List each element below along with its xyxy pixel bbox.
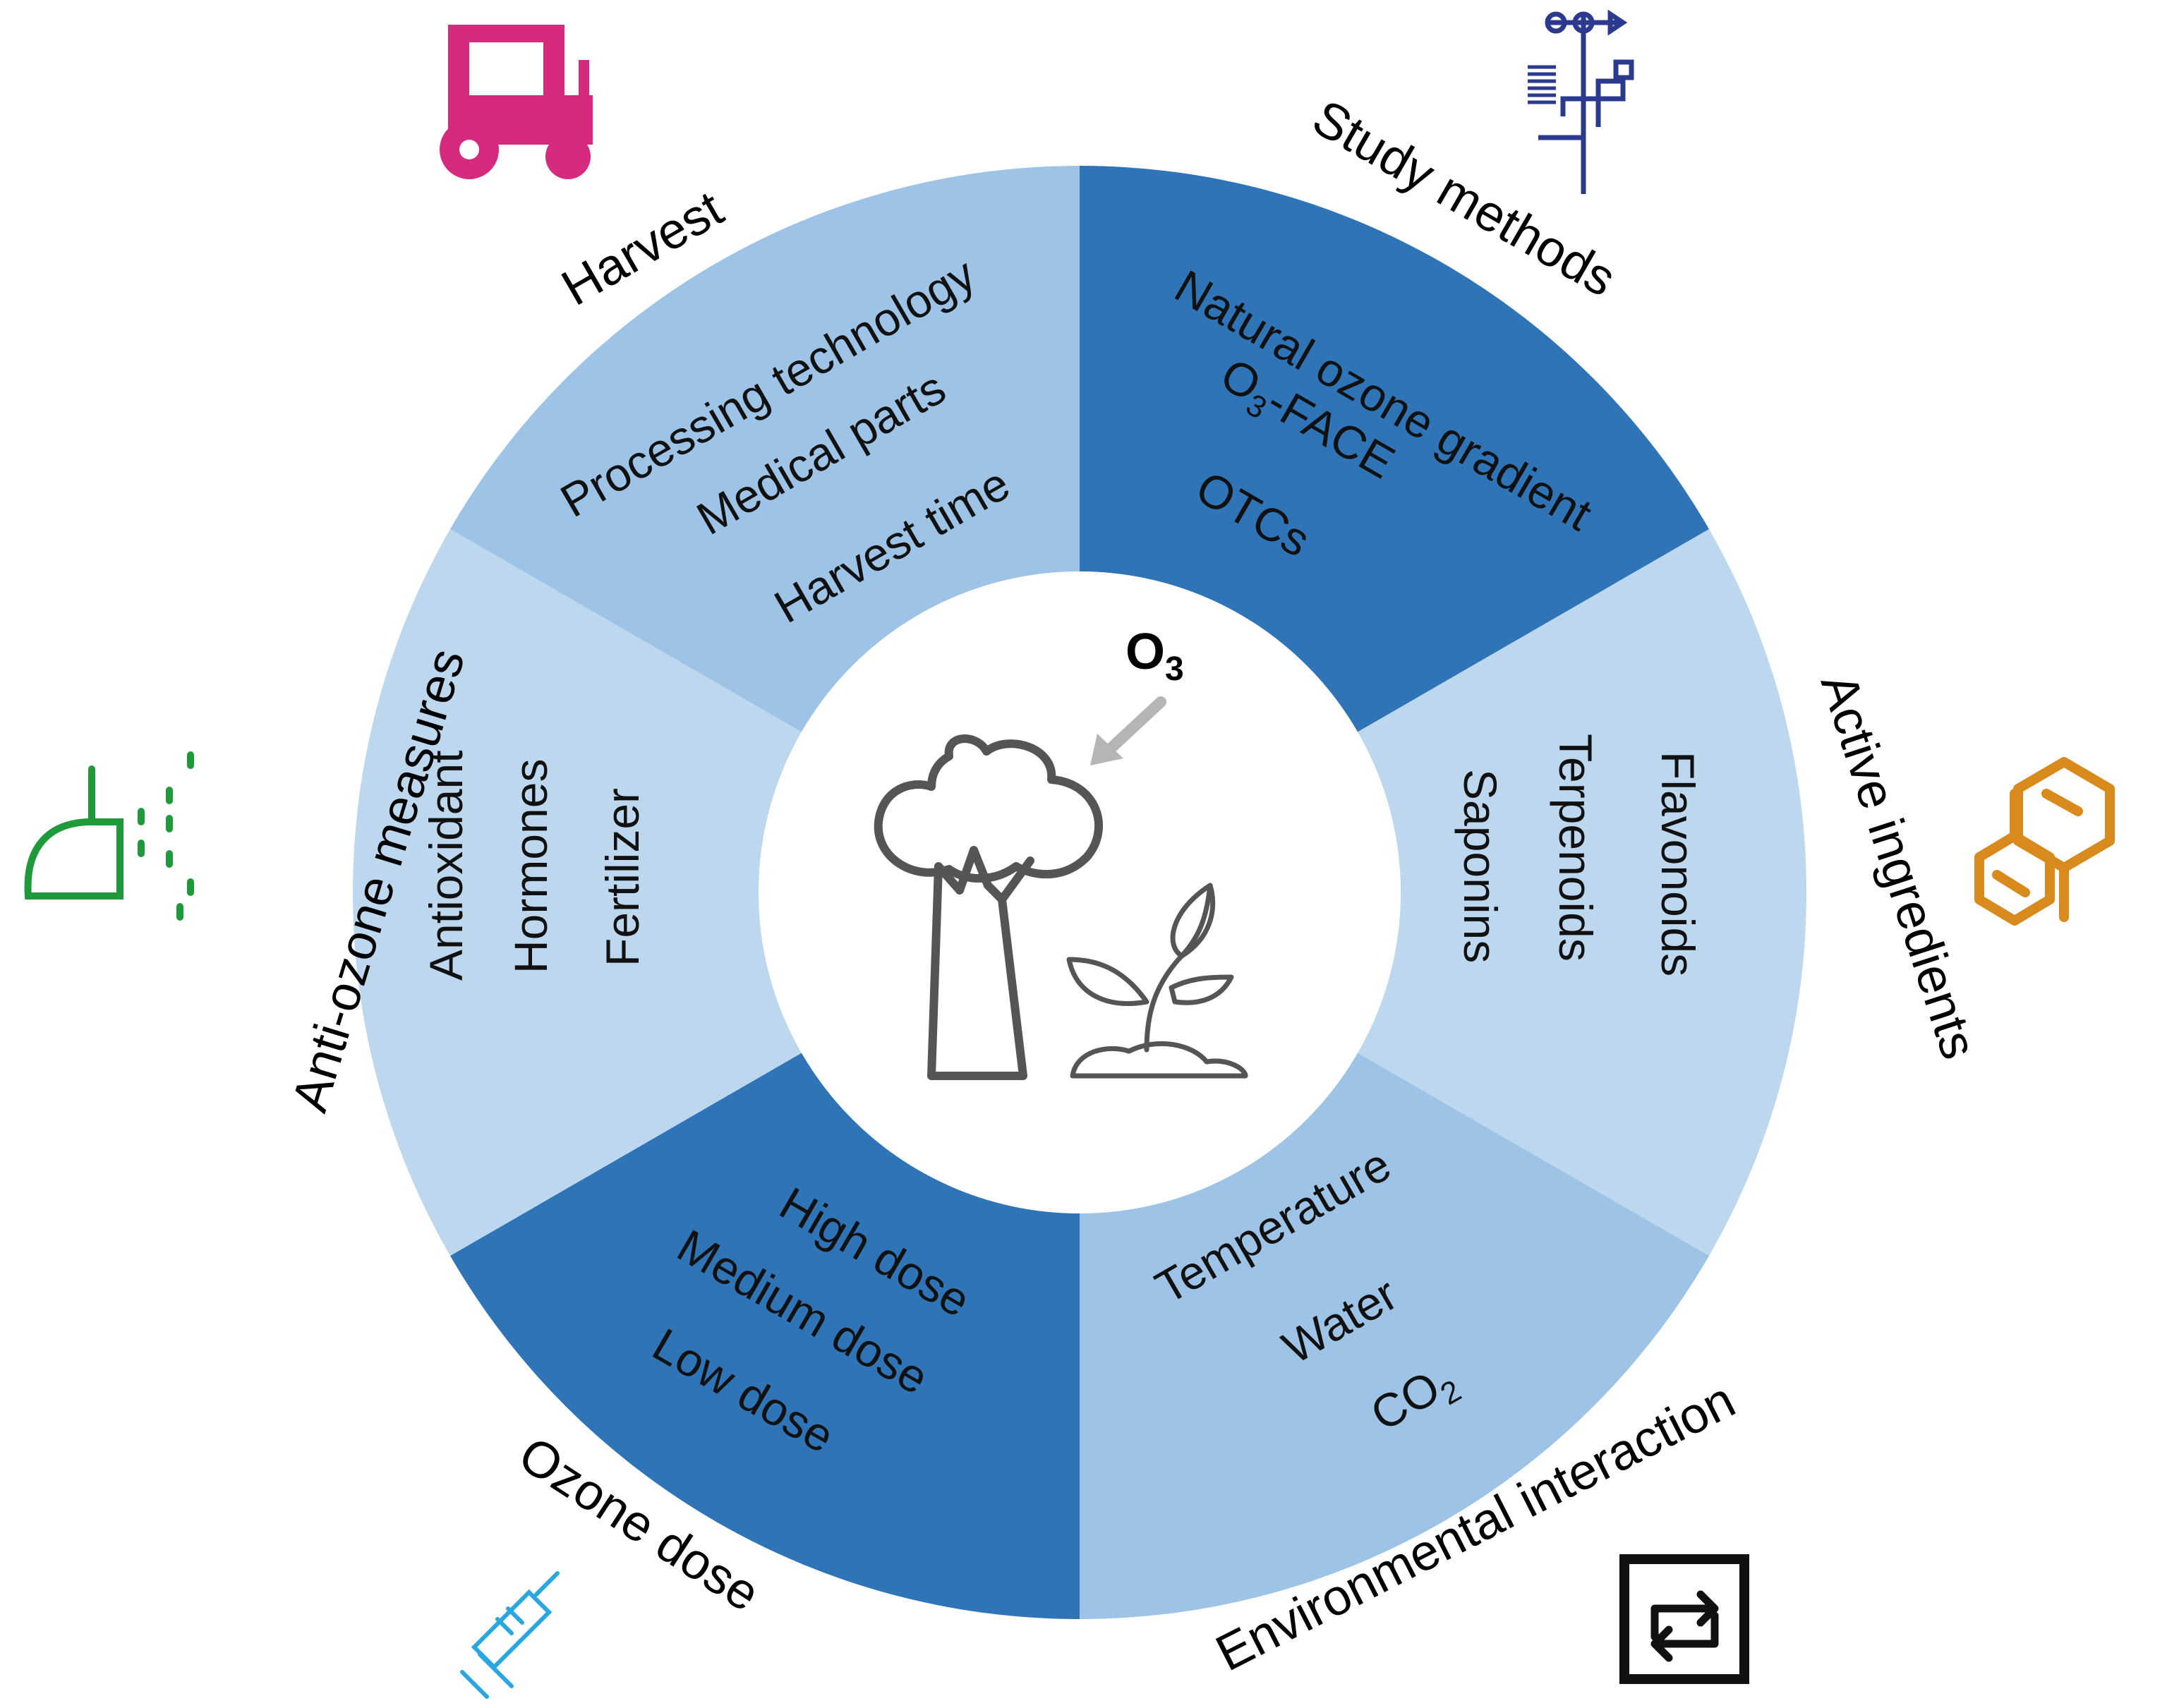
- anti-ozone-measures-items: Antioxidant Hormones Fertilizer: [420, 750, 648, 981]
- ring: [353, 166, 1806, 1619]
- segment-environmental-interaction: [1080, 1053, 1710, 1619]
- segment-harvest: [449, 166, 1080, 732]
- item-saponins: Saponins: [1454, 769, 1507, 963]
- cycle-icon: [1619, 1554, 1749, 1684]
- segment-study-methods: [1080, 166, 1710, 732]
- item-fertilizer: Fertilizer: [596, 788, 648, 967]
- item-terpenoids: Terpenoids: [1550, 734, 1602, 962]
- center-circle: [759, 571, 1401, 1213]
- o3-label: O3: [1125, 624, 1184, 688]
- tractor-wheel-hub-icon: [459, 140, 479, 159]
- seedling-icon: [1066, 883, 1248, 1079]
- weather-station-icon: [1528, 9, 1634, 194]
- syringe-icon: [460, 1571, 560, 1699]
- item-hormones: Hormones: [505, 759, 557, 974]
- item-antioxidant: Antioxidant: [420, 750, 472, 981]
- tree-icon: [874, 734, 1103, 1080]
- molecule-icon: [1974, 757, 2115, 926]
- item-flavonoids: Flavonoids: [1652, 751, 1704, 976]
- active-ingredients-items: Flavonoids Terpenoids Saponins: [1454, 734, 1704, 976]
- arrow-icon: [1090, 696, 1166, 765]
- label-active-ingredients: Active ingredients: [1810, 667, 1988, 1065]
- segment-ozone-dose: [449, 1053, 1080, 1619]
- sprayer-icon: [24, 751, 194, 921]
- segment-active-ingredients: [1358, 529, 1806, 1256]
- segment-anti-ozone-measures: [353, 529, 802, 1256]
